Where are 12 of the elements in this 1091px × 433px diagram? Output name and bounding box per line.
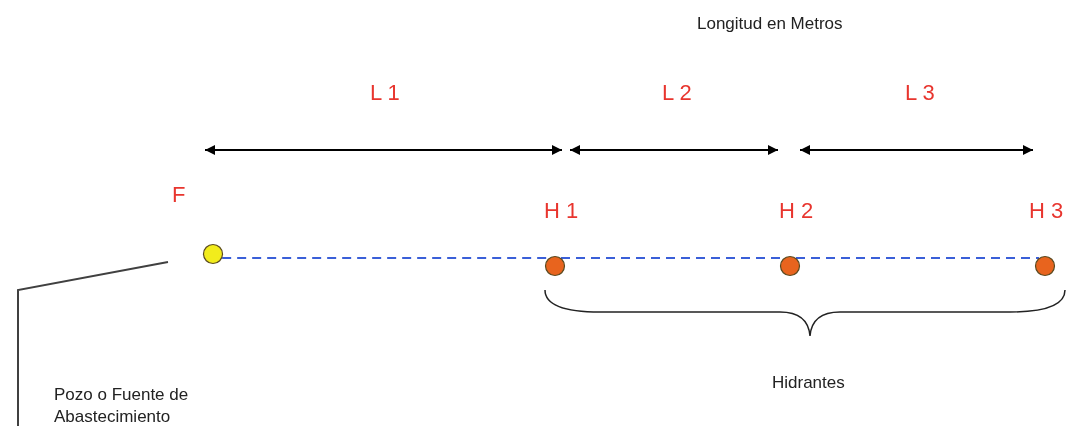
- node-label: H 1: [544, 198, 579, 224]
- node-label: H 3: [1029, 198, 1064, 224]
- leader-line: [17, 261, 169, 427]
- node-label: F: [172, 182, 186, 208]
- group-label: Hidrantes: [772, 373, 845, 393]
- dimension-label: L 2: [662, 80, 692, 106]
- node-label: Pozo o Fuente de Abastecimiento: [54, 384, 190, 428]
- pipe-line: [795, 257, 1040, 259]
- dimension-label: L 1: [370, 80, 400, 106]
- dimension-label: L 3: [905, 80, 935, 106]
- node-label: H 2: [779, 198, 814, 224]
- axis-title: Longitud en Metros: [697, 14, 843, 34]
